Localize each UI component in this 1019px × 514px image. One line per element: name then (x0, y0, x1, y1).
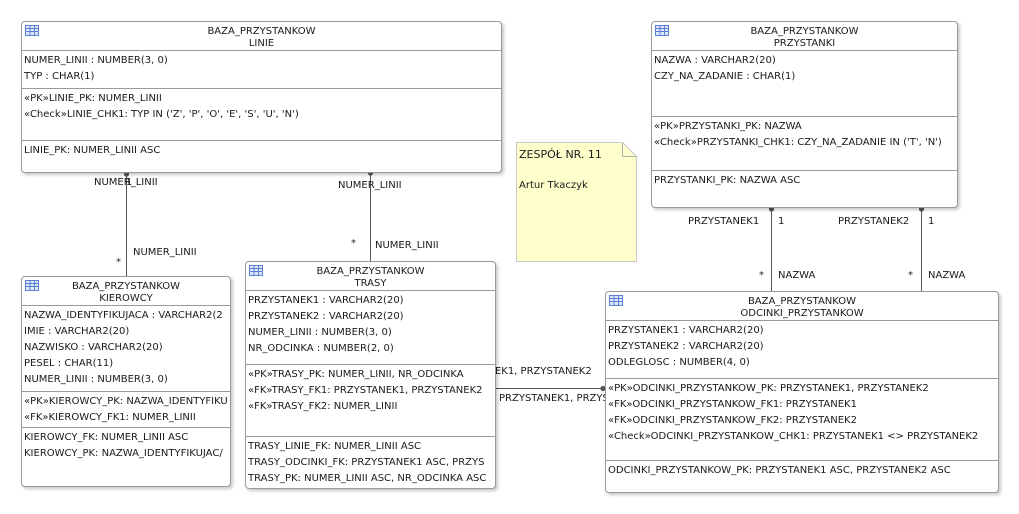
entity-header: BAZA_PRZYSTANKOW PRZYSTANKI (652, 22, 957, 50)
table-icon (655, 25, 669, 36)
entity-schema: BAZA_PRZYSTANKOW (316, 266, 425, 277)
index-row: KIEROWCY_PK: NAZWA_IDENTYFIKUJAC/ (24, 448, 223, 459)
column-row: TYP : CHAR(1) (24, 71, 95, 82)
note-title: ZESPÓŁ NR. 11 (519, 148, 602, 161)
constraint-row: «PK»PRZYSTANKI_PK: NAZWA (654, 121, 802, 132)
column-row: NUMER_LINII : NUMBER(3, 0) (24, 55, 168, 66)
table-icon (249, 265, 263, 276)
constraints-section: «PK»PRZYSTANKI_PK: NAZWA «Check»PRZYSTAN… (652, 116, 957, 170)
relation-source-label: NUMER_LINII (94, 177, 158, 188)
entity-name: TRASY (354, 278, 387, 289)
constraint-row: «FK»ODCINKI_PRZYSTANKOW_FK2: PRZYSTANEK2 (608, 415, 857, 426)
relation-source-label: NUMER_LINII (338, 180, 402, 191)
indexes-section: KIEROWCY_FK: NUMER_LINII ASC KIEROWCY_PK… (22, 427, 230, 462)
constraint-row: «Check»LINIE_CHK1: TYP IN ('Z', 'P', 'O'… (24, 109, 299, 120)
table-icon (609, 295, 623, 306)
relation-source-multiplicity: 1 (778, 216, 785, 227)
constraint-row: «Check»PRZYSTANKI_CHK1: CZY_NA_ZADANIE I… (654, 137, 942, 148)
relation-target-label: NAZWA (928, 270, 966, 281)
entity-header: BAZA_PRZYSTANKOW LINIE (22, 22, 501, 50)
entity-header: BAZA_PRZYSTANKOW ODCINKI_PRZYSTANKOW (606, 292, 998, 320)
column-row: NUMER_LINII : NUMBER(3, 0) (248, 327, 392, 338)
constraint-row: «FK»TRASY_FK2: NUMER_LINII (248, 401, 398, 412)
relation-source-label: PRZYSTANEK2 (838, 216, 910, 227)
columns-section: NAZWA_IDENTYFIKUJACA : VARCHAR2(2 IMIE :… (22, 305, 230, 391)
columns-section: PRZYSTANEK1 : VARCHAR2(20) PRZYSTANEK2 :… (246, 290, 495, 364)
entity-schema: BAZA_PRZYSTANKOW (207, 26, 316, 37)
column-row: PRZYSTANEK1 : VARCHAR2(20) (248, 295, 404, 306)
columns-section: NAZWA : VARCHAR2(20) CZY_NA_ZADANIE : CH… (652, 50, 957, 116)
column-row: NAZWISKO : VARCHAR2(20) (24, 342, 163, 353)
constraints-section: «PK»ODCINKI_PRZYSTANKOW_PK: PRZYSTANEK1,… (606, 378, 998, 460)
column-row: NAZWA : VARCHAR2(20) (654, 55, 776, 66)
table-icon (25, 25, 39, 36)
constraint-row: «PK»KIEROWCY_PK: NAZWA_IDENTYFIKU (24, 396, 228, 407)
relation-source-multiplicity: 1 (928, 216, 935, 227)
constraint-row: «FK»TRASY_FK1: PRZYSTANEK1, PRZYSTANEK2 (248, 385, 483, 396)
index-row: PRZYSTANKI_PK: NAZWA ASC (654, 175, 801, 186)
relation-label-top: PRZYSTANEK1, PRZYSTANEK2 (443, 366, 592, 377)
column-row: ODLEGLOSC : NUMBER(4, 0) (608, 357, 750, 368)
entity-przystanki[interactable]: BAZA_PRZYSTANKOW PRZYSTANKI NAZWA : VARC… (651, 21, 958, 208)
index-row: TRASY_PK: NUMER_LINII ASC, NR_ODCINKA AS… (248, 473, 487, 484)
relation-target-multiplicity: * (759, 270, 764, 281)
relation-label-bottom: PRZYSTANEK1, PRZYSTANEK2 (499, 393, 648, 404)
constraint-row: «PK»ODCINKI_PRZYSTANKOW_PK: PRZYSTANEK1,… (608, 383, 929, 394)
column-row: NR_ODCINKA : NUMBER(2, 0) (248, 343, 394, 354)
relation-source-label: PRZYSTANEK1 (688, 216, 760, 227)
entity-name: KIEROWCY (99, 293, 153, 304)
relation-target-label: NUMER_LINII (375, 240, 439, 251)
note-author: Artur Tkaczyk (519, 180, 588, 191)
constraint-row: «Check»ODCINKI_PRZYSTANKOW_CHK1: PRZYSTA… (608, 431, 979, 442)
table-icon (25, 280, 39, 291)
indexes-section: ODCINKI_PRZYSTANKOW_PK: PRZYSTANEK1 ASC,… (606, 460, 998, 479)
column-row: PRZYSTANEK2 : VARCHAR2(20) (608, 341, 764, 352)
relation-end-dot (600, 385, 606, 392)
entity-linie[interactable]: BAZA_PRZYSTANKOW LINIE NUMER_LINII : NUM… (21, 21, 502, 173)
constraint-row: «PK»TRASY_PK: NUMER_LINII, NR_ODCINKA (248, 369, 464, 380)
entity-header: BAZA_PRZYSTANKOW TRASY (246, 262, 495, 290)
indexes-section: TRASY_LINIE_FK: NUMER_LINII ASC TRASY_OD… (246, 436, 495, 487)
entity-schema: BAZA_PRZYSTANKOW (71, 281, 181, 292)
column-row: NUMER_LINII : NUMBER(3, 0) (24, 374, 168, 385)
entity-name: LINIE (248, 38, 275, 49)
indexes-section: LINIE_PK: NUMER_LINII ASC (22, 140, 501, 159)
constraints-section: «PK»LINIE_PK: NUMER_LINII «Check»LINIE_C… (22, 88, 501, 140)
constraints-section: «PK»KIEROWCY_PK: NAZWA_IDENTYFIKU «FK»KI… (22, 391, 230, 427)
entity-name: PRZYSTANKI (773, 38, 836, 49)
relation-target-multiplicity: * (908, 270, 913, 281)
column-row: NAZWA_IDENTYFIKUJACA : VARCHAR2(2 (24, 310, 223, 321)
constraints-section: «PK»TRASY_PK: NUMER_LINII, NR_ODCINKA «F… (246, 364, 495, 436)
entity-header: BAZA_PRZYSTANKOW KIEROWCY (22, 277, 230, 305)
constraint-row: «FK»KIEROWCY_FK1: NUMER_LINII (24, 412, 196, 423)
column-row: PESEL : CHAR(11) (24, 358, 114, 369)
column-row: CZY_NA_ZADANIE : CHAR(1) (654, 71, 796, 82)
entity-name: ODCINKI_PRZYSTANKOW (740, 308, 864, 319)
note-shape (516, 142, 637, 262)
columns-section: NUMER_LINII : NUMBER(3, 0) TYP : CHAR(1) (22, 50, 501, 88)
relation-target-multiplicity: * (116, 257, 121, 268)
index-row: TRASY_LINIE_FK: NUMER_LINII ASC (248, 441, 422, 452)
column-row: PRZYSTANEK2 : VARCHAR2(20) (248, 311, 404, 322)
constraint-row: «PK»LINIE_PK: NUMER_LINII (24, 93, 162, 104)
indexes-section: PRZYSTANKI_PK: NAZWA ASC (652, 170, 957, 189)
entity-trasy[interactable]: BAZA_PRZYSTANKOW TRASY PRZYSTANEK1 : VAR… (245, 261, 496, 489)
column-row: PRZYSTANEK1 : VARCHAR2(20) (608, 325, 764, 336)
relation-target-label: NUMER_LINII (133, 247, 197, 258)
index-row: TRASY_ODCINKI_FK: PRZYSTANEK1 ASC, PRZYS (248, 457, 485, 468)
entity-schema: BAZA_PRZYSTANKOW (747, 296, 857, 307)
columns-section: PRZYSTANEK1 : VARCHAR2(20) PRZYSTANEK2 :… (606, 320, 998, 378)
relation-target-multiplicity: * (351, 238, 356, 249)
index-row: ODCINKI_PRZYSTANKOW_PK: PRZYSTANEK1 ASC,… (608, 465, 951, 476)
relation-source-multiplicity: 1 (126, 177, 133, 188)
entity-odcinki-przystankow[interactable]: BAZA_PRZYSTANKOW ODCINKI_PRZYSTANKOW PRZ… (605, 291, 999, 493)
column-row: IMIE : VARCHAR2(20) (24, 326, 130, 337)
relation-target-label: NAZWA (778, 270, 816, 281)
index-row: LINIE_PK: NUMER_LINII ASC (24, 145, 161, 156)
entity-kierowcy[interactable]: BAZA_PRZYSTANKOW KIEROWCY NAZWA_IDENTYFI… (21, 276, 231, 487)
constraint-row: «FK»ODCINKI_PRZYSTANKOW_FK1: PRZYSTANEK1 (608, 399, 857, 410)
index-row: KIEROWCY_FK: NUMER_LINII ASC (24, 432, 189, 443)
entity-schema: BAZA_PRZYSTANKOW (750, 26, 859, 37)
